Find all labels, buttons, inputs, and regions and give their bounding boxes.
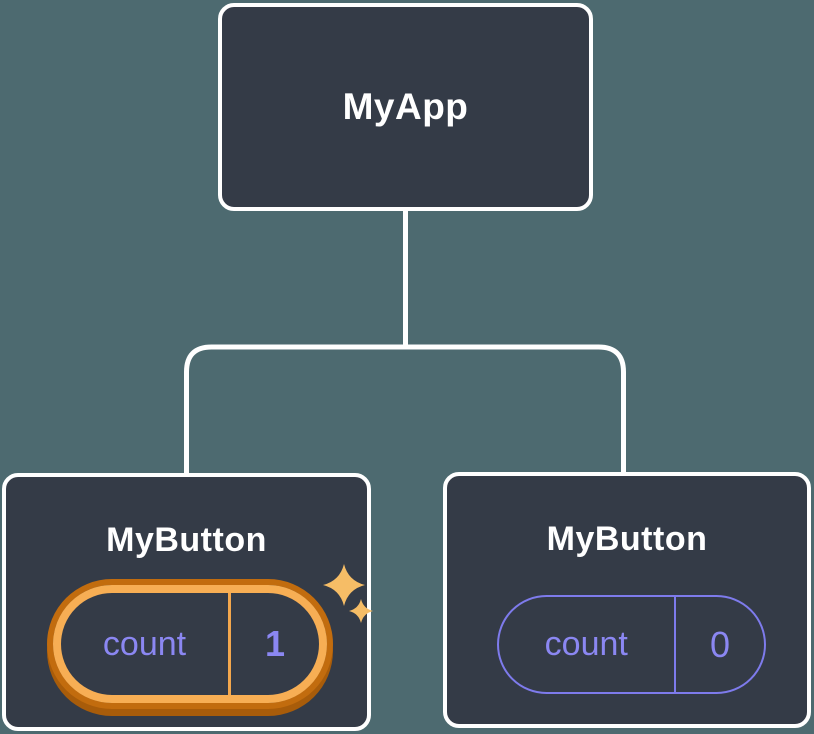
state-pill-highlighted: count 1: [53, 585, 327, 703]
state-value-section: 0: [676, 597, 764, 692]
state-value-section: 1: [231, 593, 319, 695]
child-node-label: MyButton: [546, 520, 708, 558]
child-node-mybutton-right: MyButton count 0: [443, 472, 811, 728]
state-value: 1: [264, 623, 286, 664]
root-node-myapp: MyApp: [218, 3, 593, 211]
state-value: 0: [709, 623, 731, 665]
root-node-label: MyApp: [342, 86, 469, 127]
pill-divider: [228, 593, 231, 695]
state-key-section: count: [61, 593, 228, 695]
pill-divider: [673, 597, 676, 692]
connector-branch: [184, 344, 626, 478]
state-key-label: count: [544, 625, 628, 663]
child-node-label: MyButton: [106, 521, 267, 559]
state-pill-plain: count 0: [497, 595, 766, 694]
sparkles-icon: [323, 564, 373, 623]
state-key-section: count: [499, 597, 674, 692]
child-node-mybutton-left: MyButton count 1: [2, 473, 373, 731]
state-key-label: count: [102, 624, 187, 663]
